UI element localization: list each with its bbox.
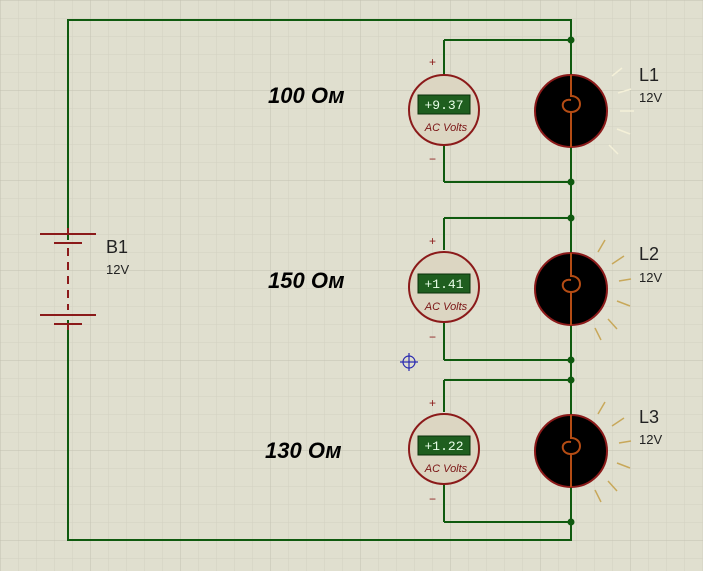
voltmeter-2[interactable]: +1.41 AC Volts + −: [408, 234, 480, 344]
junction-dot: [567, 36, 575, 44]
lamp-value-label-3: 12V: [639, 432, 662, 447]
junction-dot: [567, 214, 575, 222]
lamp-glow-rays: [594, 401, 632, 503]
meter-reading-3: +1.22: [424, 439, 463, 454]
meter-display-3: [417, 435, 471, 456]
resistance-label-2: 150 Ом: [268, 268, 344, 293]
meter-reading-1: +9.37: [424, 98, 463, 113]
junction-dot: [567, 356, 575, 364]
meter-unit-1: AC Volts: [424, 122, 468, 134]
branch-3: 130 Ом +1.22 AC Volts + − L3 12V: [265, 376, 662, 526]
meter-minus-sign: −: [429, 152, 436, 166]
lamp-l2[interactable]: L2 12V: [534, 239, 662, 341]
resistance-label-1: 100 Ом: [268, 83, 344, 108]
junction-dot: [567, 518, 575, 526]
battery-ref-label: B1: [106, 237, 128, 257]
battery-value-label: 12V: [106, 262, 129, 277]
lamp-value-label-1: 12V: [639, 90, 662, 105]
meter-unit-3: AC Volts: [424, 463, 468, 475]
meter-minus-sign: −: [429, 492, 436, 506]
resistance-label-3: 130 Ом: [265, 438, 341, 463]
meter-unit-2: AC Volts: [424, 301, 468, 313]
voltmeter-3[interactable]: +1.22 AC Volts + −: [408, 396, 480, 506]
battery-b1[interactable]: B1 12V: [40, 228, 129, 330]
main-wires: [67, 19, 572, 541]
crosshair-cursor-icon: [400, 353, 418, 371]
lamp-l3[interactable]: L3 12V: [534, 401, 662, 503]
meter-display-1: [417, 94, 471, 115]
lamp-value-label-2: 12V: [639, 270, 662, 285]
meter-plus-sign: +: [429, 55, 436, 69]
lamp-ref-label-2: L2: [639, 244, 659, 264]
lamp-glow-rays: [594, 239, 632, 341]
branch-1: 100 Ом +9.37 AC Volts + − L1 12V: [268, 36, 662, 218]
meter-minus-sign: −: [429, 330, 436, 344]
junction-dot: [567, 376, 575, 384]
lamp-l1[interactable]: L1 12V: [534, 65, 662, 155]
lamp-ref-label-3: L3: [639, 407, 659, 427]
branch-2: 150 Ом +1.41 AC Volts + − L2 12V: [268, 214, 662, 380]
voltmeter-1[interactable]: +9.37 AC Volts + −: [408, 55, 480, 166]
meter-reading-2: +1.41: [424, 277, 463, 292]
meter-plus-sign: +: [429, 234, 436, 248]
junction-dot: [567, 178, 575, 186]
lamp-ref-label-1: L1: [639, 65, 659, 85]
lamp-glow-rays: [608, 67, 634, 155]
meter-display-2: [417, 273, 471, 294]
meter-plus-sign: +: [429, 396, 436, 410]
